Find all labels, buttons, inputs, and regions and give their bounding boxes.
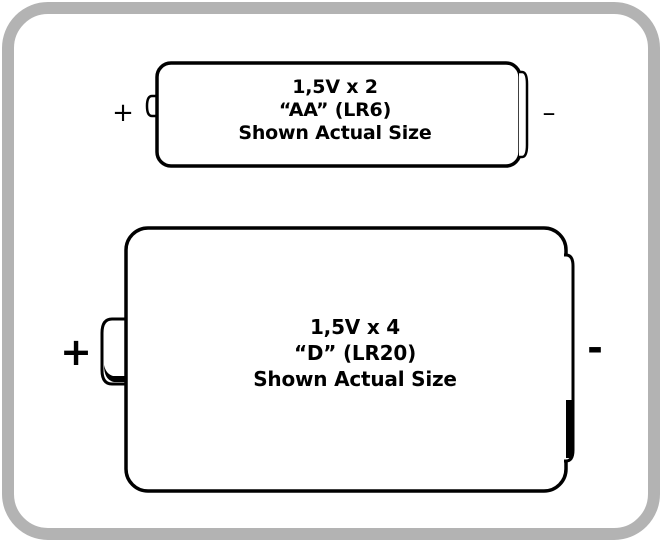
d-battery-label: 1,5V x 4 “D” (LR20) Shown Actual Size: [190, 314, 520, 392]
d-positive-nub-shadow: [104, 365, 126, 382]
d-minus-sign: -: [587, 326, 603, 370]
aa-battery-label: 1,5V x 2 “AA” (LR6) Shown Actual Size: [200, 76, 470, 145]
d-positive-nub: [100, 317, 126, 386]
d-type-text: “D” (LR20): [293, 341, 417, 365]
aa-voltage-text: 1,5V x 2: [292, 76, 378, 98]
aa-battery: [145, 61, 529, 168]
aa-negative-cap: [519, 70, 529, 159]
aa-size-note: Shown Actual Size: [238, 122, 432, 144]
d-size-note: Shown Actual Size: [253, 367, 457, 391]
aa-minus-sign: –: [542, 98, 556, 128]
d-negative-cap-shadow: [566, 400, 572, 458]
aa-plus-sign: +: [112, 98, 134, 128]
d-voltage-text: 1,5V x 4: [309, 315, 401, 339]
d-battery: [100, 226, 575, 493]
aa-type-text: “AA” (LR6): [278, 99, 392, 121]
d-plus-sign: +: [60, 330, 92, 374]
